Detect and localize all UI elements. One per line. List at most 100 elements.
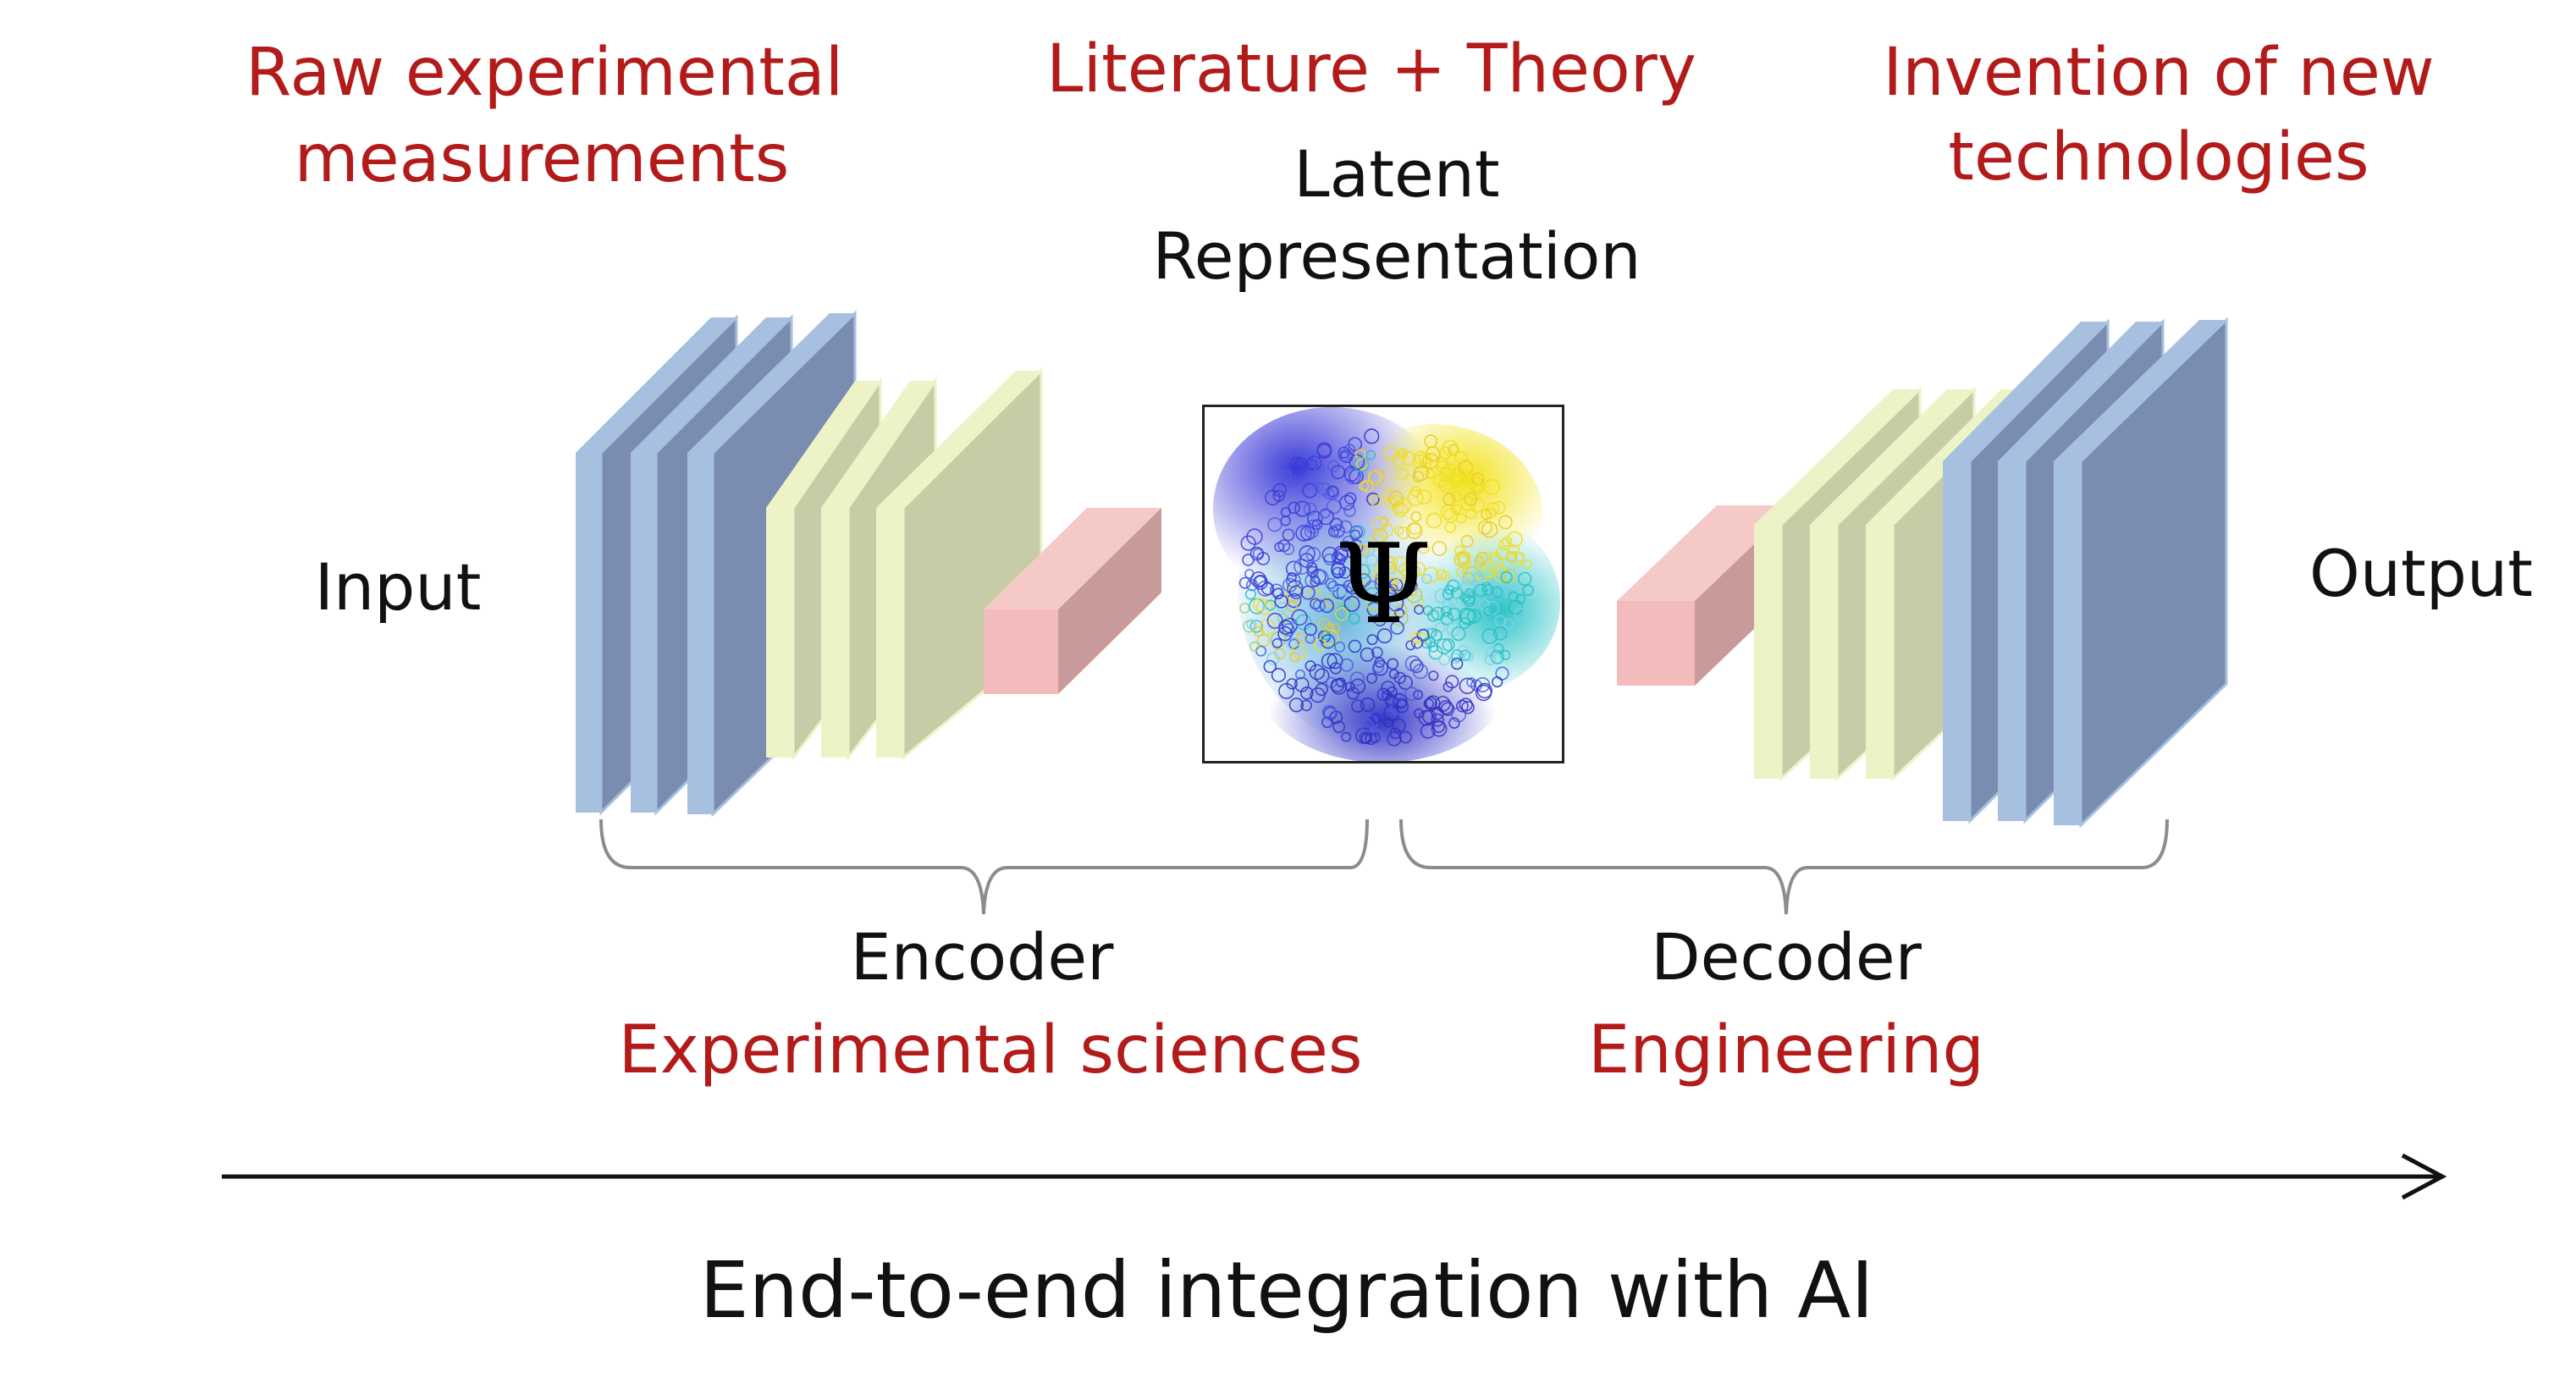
invention-line-1: Invention of new: [1883, 35, 2435, 111]
scatter-ring: [1401, 567, 1413, 579]
scatter-ring: [1438, 477, 1454, 493]
scatter-ring: [1460, 581, 1473, 593]
scatter-ring: [1442, 463, 1457, 477]
scatter-ring: [1409, 659, 1424, 674]
scatter-ring: [1332, 720, 1346, 734]
scatter-ring: [1442, 588, 1454, 600]
encoder-blue-layers: [576, 310, 857, 818]
scatter-ring: [1354, 456, 1370, 472]
scatter-ring: [1313, 482, 1324, 493]
scatter-ring: [1461, 700, 1475, 714]
scatter-ring: [1354, 564, 1371, 580]
scatter-ring: [1434, 588, 1449, 604]
scatter-ring: [1270, 583, 1283, 598]
decoder-label: Decoder: [1651, 919, 1922, 995]
scatter-ring: [1392, 578, 1407, 593]
scatter-ring: [1348, 639, 1362, 653]
scatter-ring: [1331, 465, 1346, 480]
scatter-ring: [1418, 452, 1431, 466]
scatter-ring: [1372, 662, 1384, 674]
scatter-ring: [1482, 567, 1495, 579]
scatter-ring: [1378, 516, 1389, 527]
scatter-ring: [1317, 618, 1330, 631]
decoder-field-label: Engineering: [1588, 1012, 1984, 1089]
scatter-ring: [1405, 586, 1423, 604]
scatter-ring: [1256, 598, 1273, 615]
scatter-ring: [1431, 720, 1448, 737]
scatter-ring: [1288, 585, 1304, 599]
scatter-ring: [1305, 450, 1317, 462]
scatter-ring: [1364, 580, 1380, 597]
scatter-ring: [1438, 700, 1453, 715]
scatter-ring: [1454, 545, 1465, 556]
input-label: Input: [314, 549, 482, 625]
invention-line-2: technologies: [1948, 119, 2369, 196]
scatter-ring: [1302, 482, 1318, 499]
scatter-ring: [1488, 551, 1502, 564]
scatter-ring: [1392, 693, 1408, 709]
scatter-ring: [1373, 613, 1387, 626]
scatter-ring: [1260, 582, 1275, 596]
scatter-ring: [1469, 477, 1485, 493]
scatter-ring: [1321, 704, 1337, 719]
scatter-ring: [1442, 493, 1456, 506]
scatter-ring: [1369, 469, 1386, 485]
scatter-ring: [1343, 504, 1356, 517]
encoder-blue-layer-3-side: [687, 313, 855, 453]
encoder-label: Encoder: [850, 919, 1114, 995]
scatter-ring: [1313, 462, 1325, 473]
scatter-ring: [1430, 629, 1442, 642]
raw-measurements-label: Raw experimental measurements: [245, 34, 843, 199]
scatter-ring: [1365, 587, 1381, 603]
scatter-ring: [1500, 570, 1513, 584]
scatter-ring: [1450, 491, 1462, 503]
scatter-ring: [1495, 546, 1509, 560]
scatter-ring: [1336, 584, 1354, 601]
scatter-ring: [1290, 456, 1305, 471]
scatter-ring: [1376, 628, 1393, 644]
scatter-ring: [1446, 621, 1461, 637]
encoder-blue-layer-1-side: [576, 317, 736, 453]
scatter-ring: [1278, 469, 1292, 482]
scatter-ring: [1448, 473, 1463, 488]
scatter-ring: [1319, 598, 1334, 614]
scatter-ring: [1398, 730, 1412, 744]
scatter-ring: [1450, 649, 1464, 662]
scatter-ring: [1394, 526, 1404, 536]
scatter-ring: [1366, 672, 1377, 684]
scatter-ring: [1343, 595, 1360, 612]
scatter-ring: [1475, 565, 1491, 582]
scatter-ring: [1405, 522, 1423, 539]
scatter-ring: [1481, 508, 1492, 521]
scatter-ring: [1307, 587, 1321, 601]
scatter-ring: [1381, 554, 1395, 569]
scatter-ring: [1451, 626, 1466, 642]
scatter-ring: [1476, 682, 1492, 699]
scatter-ring: [1305, 547, 1321, 562]
scatter-ring: [1343, 444, 1355, 455]
scatter-ring: [1349, 539, 1364, 554]
encoder-field-label: Experimental sciences: [618, 1012, 1363, 1089]
scatter-ring: [1294, 500, 1311, 517]
scatter-ring: [1481, 628, 1498, 645]
scatter-ring: [1379, 523, 1394, 537]
scatter-ring: [1485, 646, 1498, 659]
scatter-ring: [1325, 577, 1337, 589]
scatter-ring: [1493, 564, 1507, 576]
scatter-ring: [1493, 567, 1509, 583]
scatter-ring: [1387, 658, 1398, 670]
scatter-ring: [1514, 607, 1528, 621]
scatter-ring: [1442, 681, 1453, 692]
scatter-ring: [1410, 561, 1426, 577]
latent-scatter-cloud: [1213, 407, 1560, 761]
scatter-ring: [1256, 551, 1271, 565]
scatter-ring: [1424, 697, 1437, 710]
scatter-ring: [1263, 659, 1277, 674]
scatter-ring: [1521, 559, 1532, 570]
scatter-ring: [1289, 652, 1300, 663]
scatter-ring: [1456, 550, 1470, 564]
scatter-ring: [1418, 543, 1430, 554]
scatter-ring: [1277, 539, 1291, 552]
encoder-curly-brace-icon: [599, 819, 1369, 915]
